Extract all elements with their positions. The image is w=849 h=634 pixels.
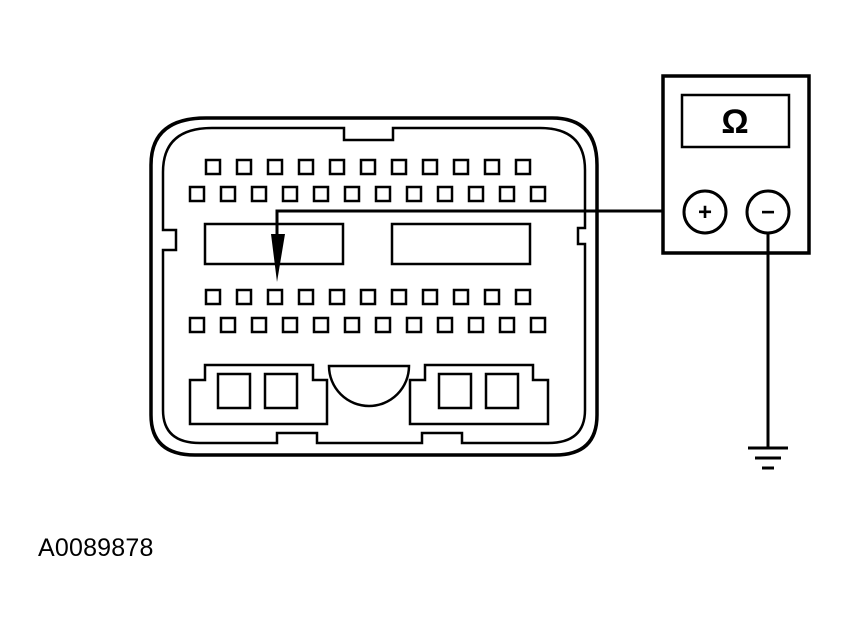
pin-cavity (452, 288, 470, 306)
pin-cavity (390, 288, 408, 306)
positive-test-lead (275, 209, 685, 236)
pin-cavity (219, 316, 237, 334)
pin-cavity (421, 158, 439, 176)
pin-cavity (529, 316, 547, 334)
ohmmeter-display (680, 93, 791, 149)
pin-cavity (359, 158, 377, 176)
pin-cavity (328, 158, 346, 176)
pin-cavity (266, 158, 284, 176)
pin-cavity (436, 185, 454, 203)
pin-cavity (467, 185, 485, 203)
connector-slot-right (390, 222, 532, 266)
connector-inner-wall (161, 126, 587, 445)
pin-cavity (235, 158, 253, 176)
figure-reference-id: A0089878 (38, 534, 154, 562)
pin-cavity (436, 316, 454, 334)
bottom-latch-right (408, 363, 550, 426)
ohm-symbol: Ω (721, 103, 748, 141)
pin-cavity (188, 316, 206, 334)
bottom-latch-left (188, 363, 329, 426)
negative-terminal-label: − (761, 199, 775, 226)
pin-cavity (421, 288, 439, 306)
pin-cavity (188, 185, 206, 203)
ohmmeter: Ω + − (661, 74, 811, 255)
pin-cavity (297, 158, 315, 176)
pin-cavity (514, 158, 532, 176)
pin-cavity (250, 316, 268, 334)
connector-outer-shell (149, 116, 599, 457)
pin-cavity (452, 158, 470, 176)
pin-cavity (529, 185, 547, 203)
pin-cavity (281, 185, 299, 203)
pin-cavity (343, 185, 361, 203)
connector-slot-left (203, 222, 345, 266)
pin-cavity (498, 185, 516, 203)
pin-cavity (250, 185, 268, 203)
positive-terminal-label: + (698, 199, 712, 226)
pin-cavity (266, 288, 284, 306)
pin-cavity (219, 185, 237, 203)
pin-cavity (312, 185, 330, 203)
connector (149, 116, 599, 457)
pin-cavity (483, 288, 501, 306)
pin-cavities (188, 158, 547, 334)
pin-cavity (204, 158, 222, 176)
pin-cavity (405, 185, 423, 203)
pin-cavity (514, 288, 532, 306)
positive-terminal (682, 189, 728, 235)
pin-cavity (281, 316, 299, 334)
pin-cavity (483, 158, 501, 176)
pin-cavity (374, 316, 392, 334)
test-probe (271, 234, 285, 282)
pin-cavity (405, 316, 423, 334)
pin-cavity (498, 316, 516, 334)
polarization-key (327, 364, 411, 408)
pin-cavity (390, 158, 408, 176)
pin-cavity (359, 288, 377, 306)
pin-cavity (297, 288, 315, 306)
pin-cavity (328, 288, 346, 306)
ground-symbol-icon (748, 446, 788, 470)
pin-cavity (374, 185, 392, 203)
pin-cavity (204, 288, 222, 306)
pin-cavity (312, 316, 330, 334)
pin-cavity (343, 316, 361, 334)
pin-cavity (467, 316, 485, 334)
pin-cavity (235, 288, 253, 306)
